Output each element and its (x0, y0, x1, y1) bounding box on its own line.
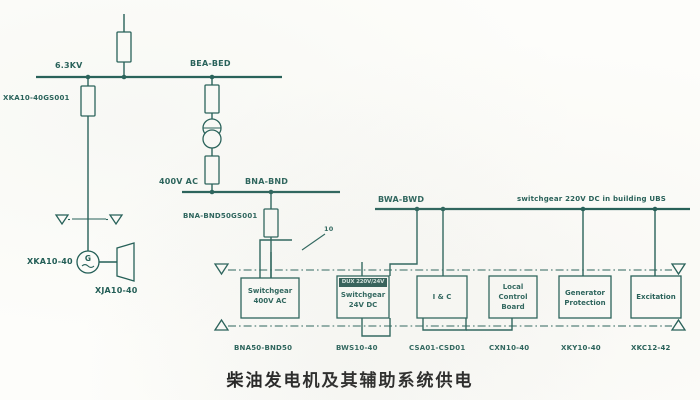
diesel-engine-label: XJA10-40 (95, 286, 138, 295)
load-tag-i-and-c: CSA01-CSD01 (409, 344, 466, 352)
drop-i-and-c-bottom-loop (422, 318, 467, 331)
load-box-i-and-c (416, 275, 468, 319)
diesel-engine-symbol (116, 242, 135, 282)
bus-400v-voltage-label: 400V AC (159, 177, 199, 186)
load-tag-local-control-board: CXN10-40 (489, 344, 530, 352)
transformer-winding-lv (202, 129, 222, 149)
generator-label: XKA10-40 (27, 257, 73, 266)
enclosure-top-right-triangle (670, 263, 687, 276)
bus-220dc-voltage-label: BWA-BWD (378, 195, 425, 204)
bus-6kv-section-label: BEA-BED (190, 59, 231, 68)
drop-switchgear400-jog (259, 239, 292, 252)
load-tag-switchgear-400v-ac: BNA50-BND50 (234, 344, 293, 352)
enclosure-bottom-left-triangle (213, 318, 230, 331)
bus-6kv-node-top (121, 74, 127, 80)
tx-lv-breaker-symbol (204, 155, 220, 185)
bus-400v-node-tx (209, 189, 215, 195)
load-feeder-drops (259, 209, 656, 337)
right-marker-triangle (108, 214, 124, 226)
load-box-local-control-board (488, 275, 538, 319)
equipment-enclosure-boundary (213, 263, 687, 331)
generator-wave-glyph (81, 263, 95, 269)
callout-number-label: 10 (324, 225, 334, 233)
drop-switchgear24-bottom-loop (361, 318, 391, 337)
incomer-breaker-symbol (80, 85, 96, 117)
drop-switchgear24-top (389, 209, 418, 276)
transformer-branch-group (202, 77, 222, 192)
bus-220dc-group (375, 206, 690, 212)
bnd50-breaker-symbol (263, 208, 279, 238)
bus-400v-group (182, 189, 340, 278)
transformer-lv-breaker-label: BNA-BND50GS001 (183, 212, 258, 220)
load-tag-excitation: XKC12-42 (631, 344, 671, 352)
load-text-generator-protection: Generator Protection (564, 289, 606, 308)
tx-hv-breaker-symbol (204, 84, 220, 114)
load-text-i-and-c: I & C (432, 293, 452, 301)
left-marker-triangle (54, 214, 70, 226)
bus-6kv-voltage-label: 6.3KV (55, 61, 83, 70)
load-tag-generator-protection: XKY10-40 (561, 344, 601, 352)
load-header-switchgear-24v-dc: DUX 220V/24V (339, 278, 387, 287)
load-text-switchgear-400v-ac: Switchgear 400V AC (247, 287, 293, 306)
load-text-local-control-board: Local Control Board (498, 283, 528, 312)
generator-incomer-group: G (54, 77, 135, 282)
load-box-generator-protection (558, 275, 612, 319)
bus-400v-section-label: BNA-BND (245, 177, 289, 186)
load-tag-switchgear-24v-dc: BWS10-40 (336, 344, 378, 352)
load-text-switchgear-24v-dc: Switchgear 24V DC (340, 291, 386, 310)
generator-g-glyph: G (85, 254, 91, 263)
load-box-excitation (630, 275, 682, 319)
load-box-switchgear-400v-ac (240, 277, 300, 319)
bus-6kv-group (36, 14, 282, 80)
enclosure-bottom-right-triangle (670, 318, 687, 331)
enclosure-top-left-triangle (213, 263, 230, 276)
callout-leader-line (301, 233, 326, 251)
incomer-breaker-label: XKA10-40GS001 (3, 94, 70, 102)
top-breaker-symbol (116, 31, 132, 63)
bus-220dc-section-label: switchgear 220V DC in building UBS (517, 195, 667, 203)
load-text-excitation: Excitation (636, 293, 676, 301)
figure-title: 柴油发电机及其辅助系统供电 (226, 371, 474, 391)
drop-local-control-bottom (490, 318, 513, 331)
